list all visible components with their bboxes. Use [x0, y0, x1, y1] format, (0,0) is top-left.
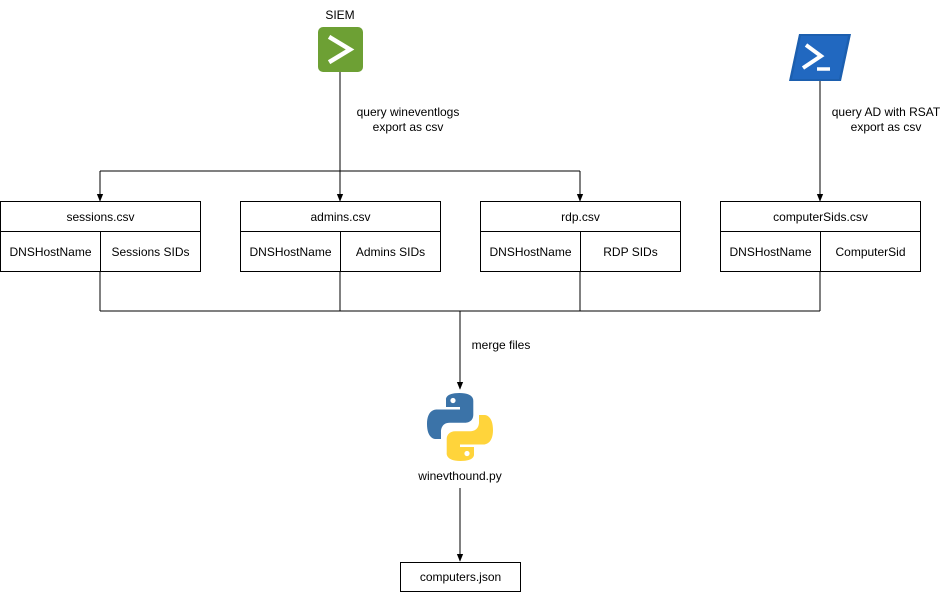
- python-icon: [427, 393, 493, 461]
- ad-export-label: export as csv: [850, 120, 922, 134]
- powershell-icon: [789, 34, 851, 81]
- table-cell-computersid: ComputerSid: [835, 244, 906, 259]
- output-box: computers.json: [400, 562, 521, 592]
- table-cell-sids: Sessions SIDs: [111, 244, 190, 259]
- table-computersids: computerSids.csv DNSHostName ComputerSid: [720, 201, 921, 272]
- table-cell-dnshostname: DNSHostName: [721, 232, 821, 271]
- table-sessions: sessions.csv DNSHostName Sessions SIDs: [0, 201, 201, 272]
- table-cell-sids: RDP SIDs: [603, 244, 658, 259]
- script-label: winevthound.py: [418, 469, 502, 483]
- ad-query-label: query AD with RSAT: [831, 105, 941, 119]
- siem-query-label: query wineventlogs: [356, 105, 460, 119]
- table-title: rdp.csv: [481, 202, 680, 232]
- table-title: admins.csv: [241, 202, 440, 232]
- table-cell-dnshostname: DNSHostName: [241, 232, 341, 271]
- siem-label: SIEM: [325, 8, 355, 22]
- siem-export-label: export as csv: [372, 120, 444, 134]
- table-rdp: rdp.csv DNSHostName RDP SIDs: [480, 201, 681, 272]
- output-label: computers.json: [419, 570, 502, 584]
- table-title: computerSids.csv: [721, 202, 920, 232]
- table-cell-dnshostname: DNSHostName: [1, 232, 101, 271]
- terminal-icon: [318, 27, 363, 72]
- table-cell-sids: Admins SIDs: [355, 244, 426, 259]
- table-admins: admins.csv DNSHostName Admins SIDs: [240, 201, 441, 272]
- merge-label: merge files: [471, 338, 531, 352]
- table-title: sessions.csv: [1, 202, 200, 232]
- table-cell-dnshostname: DNSHostName: [481, 232, 581, 271]
